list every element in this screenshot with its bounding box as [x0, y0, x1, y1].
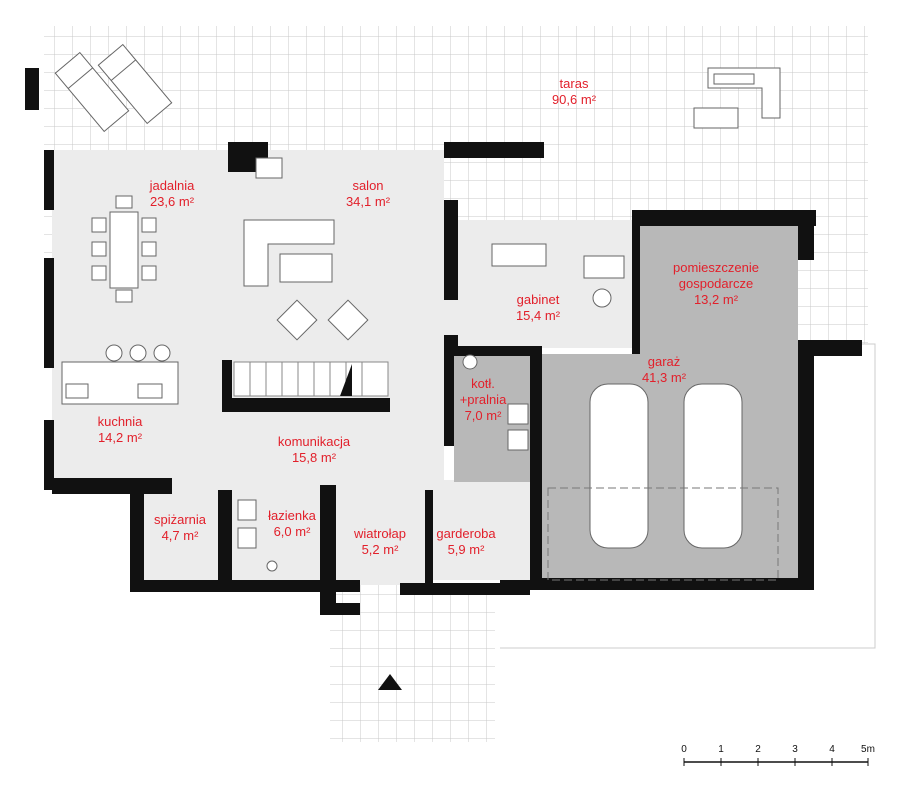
room-spizarnia-area: 4,7 m²: [162, 528, 200, 543]
room-gabinet-name: gabinet: [517, 292, 560, 307]
room-kuchnia-area: 14,2 m²: [98, 430, 143, 445]
room-salon-name: salon: [352, 178, 383, 193]
room-komunikacja-area: 15,8 m²: [292, 450, 337, 465]
room-komunikacja-name: komunikacja: [278, 434, 351, 449]
room-spizarnia-name: spiżarnia: [154, 512, 207, 527]
sun-loungers: [54, 43, 173, 133]
scale-bar: 0 1 2 3 4 5m: [681, 744, 875, 766]
room-garaz-area: 41,3 m²: [642, 370, 687, 385]
room-jadalnia-name: jadalnia: [149, 178, 196, 193]
room-pomieszczenie-name2: gospodarcze: [679, 276, 753, 291]
scale-tick-3: 3: [792, 744, 798, 755]
room-salon-area: 34,1 m²: [346, 194, 391, 209]
furniture: [61, 157, 779, 581]
outdoor-sofa: [693, 67, 781, 129]
room-wiatrolap-area: 5,2 m²: [362, 542, 400, 557]
scale-tick-0: 0: [681, 744, 687, 755]
room-kotl-name2: +pralnia: [460, 392, 507, 407]
scale-tick-1: 1: [718, 744, 724, 755]
room-jadalnia-area: 23,6 m²: [150, 194, 195, 209]
room-garderoba-name: garderoba: [436, 526, 496, 541]
scale-tick-2: 2: [755, 744, 761, 755]
room-garderoba-area: 5,9 m²: [448, 542, 486, 557]
room-lazienka-area: 6,0 m²: [274, 524, 312, 539]
entrance-arrow: [378, 674, 402, 690]
scale-tick-5: 5m: [861, 744, 875, 755]
room-taras-name: taras: [560, 76, 589, 91]
room-gabinet-area: 15,4 m²: [516, 308, 561, 323]
room-kuchnia-name: kuchnia: [98, 414, 144, 429]
room-kotl-area: 7,0 m²: [465, 408, 503, 423]
room-taras-area: 90,6 m²: [552, 92, 597, 107]
room-lazienka-name: łazienka: [268, 508, 316, 523]
room-garaz-name: garaż: [648, 354, 681, 369]
room-labels: taras 90,6 m² jadalnia 23,6 m² salon 34,…: [98, 76, 759, 557]
room-pomieszczenie-area: 13,2 m²: [694, 292, 739, 307]
room-pomieszczenie-name: pomieszczenie: [673, 260, 759, 275]
walls: [25, 68, 862, 615]
scale-tick-4: 4: [829, 744, 835, 755]
room-wiatrolap-name: wiatrołap: [353, 526, 406, 541]
room-kotl-name: kotł.: [471, 376, 495, 391]
